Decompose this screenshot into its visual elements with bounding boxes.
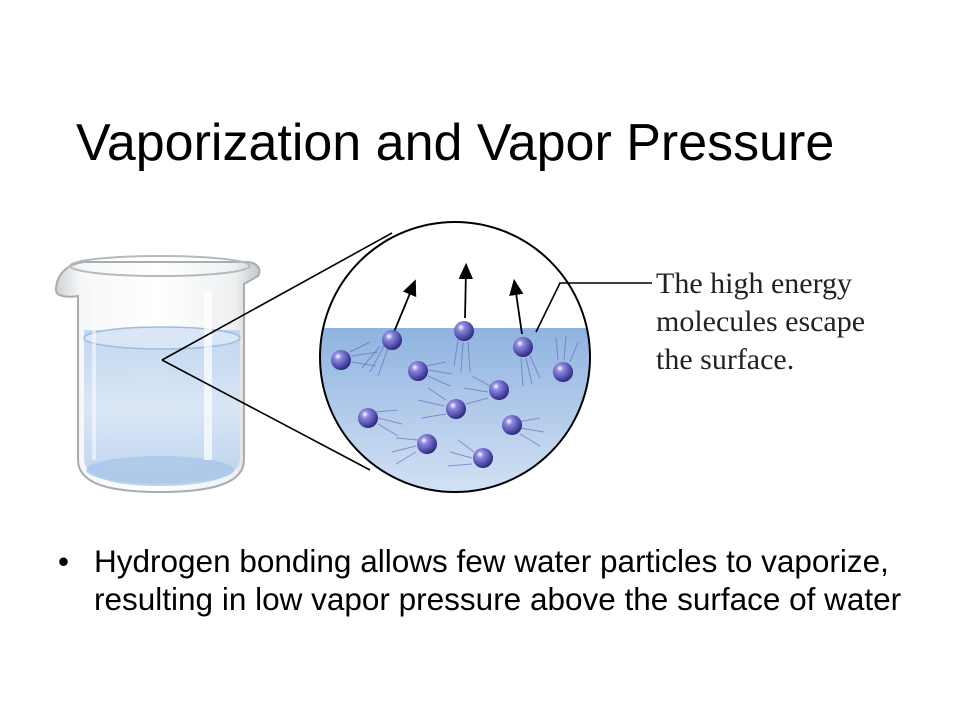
molecule-icon (453, 321, 474, 373)
zoom-lines (161, 232, 393, 471)
caption-line: the surface. (656, 343, 794, 376)
molecule-icon (502, 415, 545, 447)
escape-arrows (393, 262, 524, 335)
molecule-icon (417, 387, 466, 419)
molecule-icon (331, 341, 379, 370)
slide-title: Vaporization and Vapor Pressure (76, 114, 835, 172)
bullet-text: Hydrogen bonding allows few water partic… (94, 543, 902, 617)
figure-caption: The high energy molecules escape the sur… (656, 267, 873, 376)
arrow-up-icon (393, 279, 417, 333)
molecules (331, 321, 579, 468)
caption-line: molecules escape (656, 305, 865, 338)
caption-leader (535, 282, 652, 333)
molecule-icon (553, 335, 579, 382)
molecule-icon (447, 439, 493, 468)
caption-line: The high energy (656, 267, 852, 300)
bullet-item: • Hydrogen bonding allows few water part… (58, 543, 938, 619)
molecule-icon (463, 375, 509, 405)
bullet-marker: • (58, 543, 70, 579)
arrow-up-icon (458, 262, 474, 319)
molecule-icon (408, 361, 453, 387)
bullet-list: • Hydrogen bonding allows few water part… (58, 543, 938, 619)
arrow-up-icon (509, 278, 524, 335)
beaker-icon (54, 255, 261, 494)
molecule-icon (391, 434, 437, 465)
molecule-icon (513, 337, 541, 387)
molecule-icon (358, 408, 403, 437)
molecule-icon (361, 330, 402, 377)
